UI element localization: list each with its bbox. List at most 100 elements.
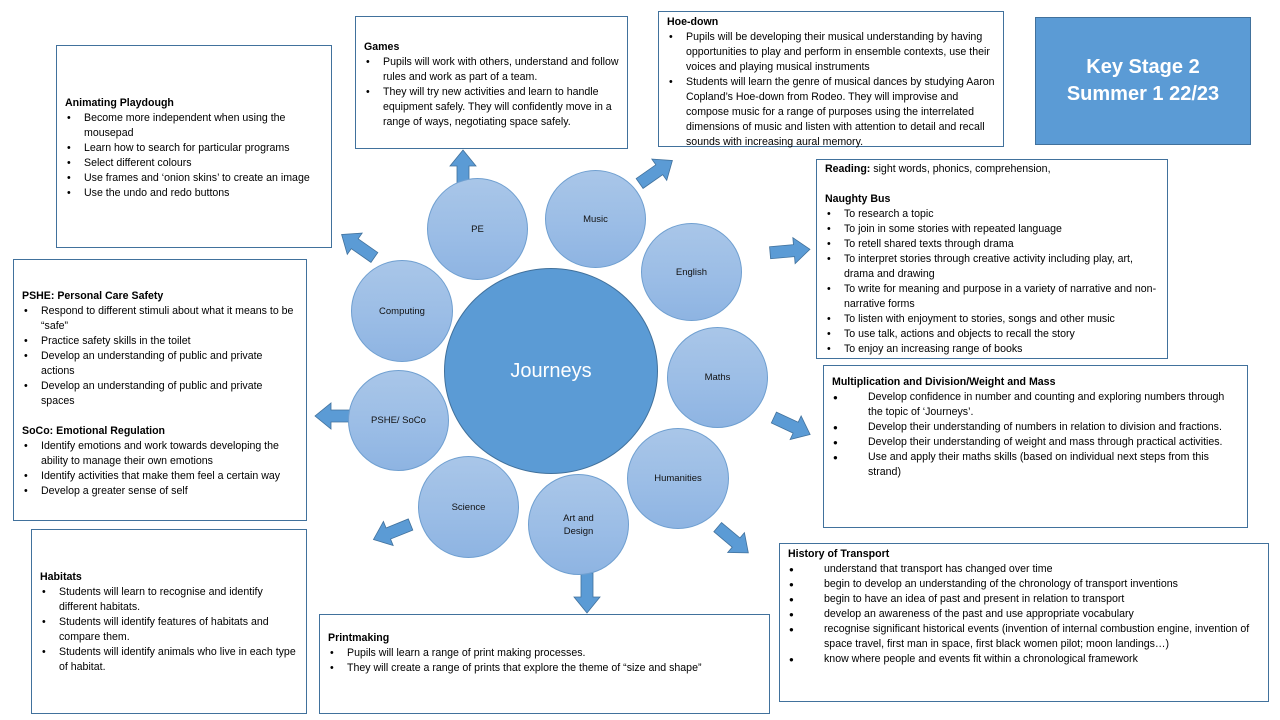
computing-box: Animating Playdough Become more independ… — [56, 45, 332, 248]
english-list: To research a topic To join in some stor… — [825, 207, 1159, 357]
art-list: Pupils will learn a range of print makin… — [328, 646, 761, 676]
circle-art-label-line2: Design — [563, 525, 594, 537]
arrow-humanities-icon — [713, 521, 749, 554]
list-item: Develop a greater sense of self — [22, 484, 298, 499]
list-item: To retell shared texts through drama — [825, 237, 1159, 252]
list-item: To listen with enjoyment to stories, son… — [825, 312, 1159, 327]
reading-label: Reading: — [825, 163, 871, 175]
hub-label: Journeys — [510, 359, 592, 382]
circle-computing: Computing — [351, 260, 453, 362]
circle-music: Music — [545, 170, 646, 268]
english-box: Reading: sight words, phonics, comprehen… — [816, 159, 1168, 359]
list-item: Use frames and ‘onion skins’ to create a… — [65, 171, 323, 186]
humanities-box: History of Transport understand that tra… — [779, 543, 1269, 702]
science-list: Students will learn to recognise and ide… — [40, 585, 298, 675]
arrow-computing-icon — [341, 232, 379, 263]
list-item: understand that transport has changed ov… — [788, 562, 1260, 577]
music-box: Hoe-down Pupils will be developing their… — [658, 11, 1004, 150]
list-item: Use the undo and redo buttons — [65, 186, 323, 201]
pshe-list: Respond to different stimuli about what … — [22, 304, 298, 409]
circle-computing-label: Computing — [379, 305, 425, 317]
list-item: begin to develop an understanding of the… — [788, 577, 1260, 592]
art-heading: Printmaking — [328, 632, 390, 644]
circle-science: Science — [418, 456, 519, 558]
circle-maths-label: Maths — [704, 372, 731, 383]
list-item: Learn how to search for particular progr… — [65, 141, 323, 156]
maths-box: Multiplication and Division/Weight and M… — [823, 365, 1248, 528]
list-item: Develop their understanding of weight an… — [832, 435, 1239, 450]
list-item: Develop confidence in number and countin… — [832, 390, 1239, 420]
circle-maths: Maths — [667, 327, 768, 428]
english-heading: Naughty Bus — [825, 193, 891, 205]
arrow-music-icon — [635, 158, 673, 189]
art-box: Printmaking Pupils will learn a range of… — [319, 614, 770, 714]
list-item: begin to have an idea of past and presen… — [788, 592, 1260, 607]
computing-list: Become more independent when using the m… — [65, 111, 323, 201]
circle-pe: PE — [427, 178, 528, 280]
music-list: Pupils will be developing their musical … — [667, 30, 995, 150]
list-item: Students will identify animals who live … — [40, 645, 298, 675]
list-item: Develop their understanding of numbers i… — [832, 420, 1239, 435]
soco-list: Identify emotions and work towards devel… — [22, 439, 298, 499]
music-heading: Hoe-down — [667, 16, 719, 28]
circle-pshe-label: PSHE/ SoCo — [371, 415, 426, 426]
arrow-science-icon — [372, 518, 414, 547]
arrow-english-icon — [769, 236, 811, 265]
circle-pe-label: PE — [471, 223, 484, 235]
circle-english-label: English — [675, 266, 708, 278]
soco-heading: SoCo: Emotional Regulation — [22, 425, 166, 437]
list-item: To interpret stories through creative ac… — [825, 252, 1159, 282]
arrow-maths-icon — [770, 411, 811, 441]
list-item: Identify emotions and work towards devel… — [22, 439, 298, 469]
list-item: Practice safety skills in the toilet — [22, 334, 298, 349]
hub-journeys: Journeys — [444, 268, 658, 474]
circle-english: English — [641, 223, 742, 321]
list-item: Select different colours — [65, 156, 323, 171]
list-item: Use and apply their maths skills (based … — [832, 450, 1239, 480]
list-item: Identify activities that make them feel … — [22, 469, 298, 484]
list-item: Students will identify features of habit… — [40, 615, 298, 645]
humanities-list: understand that transport has changed ov… — [788, 562, 1260, 667]
list-item: To join in some stories with repeated la… — [825, 222, 1159, 237]
title-box: Key Stage 2 Summer 1 22/23 — [1035, 17, 1251, 145]
pe-box: Games Pupils will work with others, unde… — [355, 16, 628, 149]
list-item: Pupils will learn a range of print makin… — [328, 646, 761, 661]
list-item: Respond to different stimuli about what … — [22, 304, 298, 334]
list-item: To research a topic — [825, 207, 1159, 222]
science-heading: Habitats — [40, 571, 82, 583]
list-item: They will try new activities and learn t… — [364, 85, 619, 130]
list-item: Develop an understanding of public and p… — [22, 349, 298, 379]
title-line-2: Summer 1 22/23 — [1066, 83, 1220, 105]
list-item: To enjoy an increasing range of books — [825, 342, 1159, 357]
reading-text: sight words, phonics, comprehension, — [870, 163, 1051, 175]
circle-pshe-soco: PSHE/ SoCo — [348, 370, 449, 471]
list-item: Pupils will work with others, understand… — [364, 55, 619, 85]
list-item: Become more independent when using the m… — [65, 111, 323, 141]
list-item: Develop an understanding of public and p… — [22, 379, 298, 409]
maths-list: Develop confidence in number and countin… — [832, 390, 1239, 480]
humanities-heading: History of Transport — [788, 548, 890, 560]
computing-heading: Animating Playdough — [65, 97, 174, 109]
title-line-1: Key Stage 2 — [1086, 56, 1200, 78]
pshe-heading: PSHE: Personal Care Safety — [22, 290, 164, 302]
list-item: Students will learn to recognise and ide… — [40, 585, 298, 615]
list-item: To write for meaning and purpose in a va… — [825, 282, 1159, 312]
pe-heading: Games — [364, 41, 400, 53]
science-box: Habitats Students will learn to recognis… — [31, 529, 307, 714]
arrow-art-icon — [573, 572, 601, 614]
pe-list: Pupils will work with others, understand… — [364, 55, 619, 130]
circle-humanities: Humanities — [627, 428, 729, 529]
maths-heading: Multiplication and Division/Weight and M… — [832, 376, 1056, 388]
circle-humanities-label: Humanities — [654, 473, 702, 484]
list-item: They will create a range of prints that … — [328, 661, 761, 676]
circle-science-label: Science — [451, 501, 486, 513]
pshe-box: PSHE: Personal Care Safety Respond to di… — [13, 259, 307, 521]
circle-art-label-line1: Art and — [563, 512, 594, 524]
list-item: develop an awareness of the past and use… — [788, 607, 1260, 622]
list-item: recognise significant historical events … — [788, 622, 1260, 652]
list-item: know where people and events fit within … — [788, 652, 1260, 667]
list-item: To use talk, actions and objects to reca… — [825, 327, 1159, 342]
list-item: Students will learn the genre of musical… — [667, 75, 995, 150]
